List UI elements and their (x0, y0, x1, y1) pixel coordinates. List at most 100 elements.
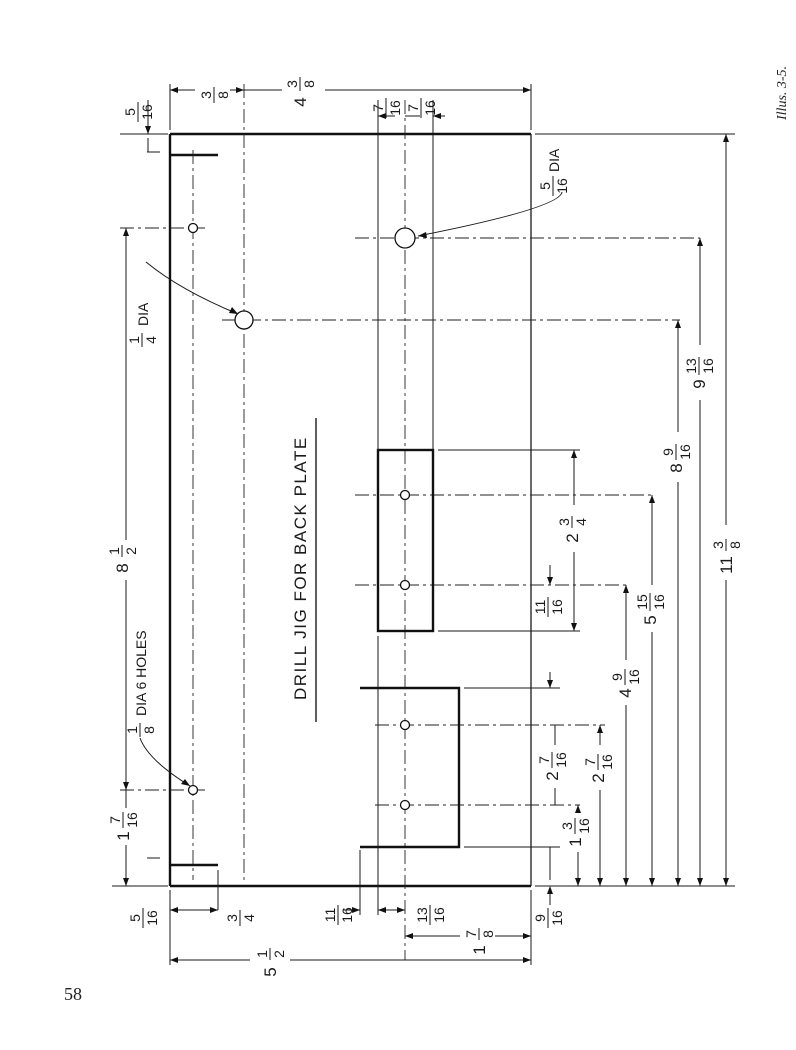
dim-8-9-16: 8 9 16 (660, 444, 693, 473)
svg-text:5: 5 (122, 108, 138, 116)
channel-slot (360, 686, 461, 849)
svg-text:8: 8 (480, 930, 496, 938)
dim-1-3-16: 1 3 16 (559, 818, 592, 847)
svg-text:16: 16 (549, 599, 565, 615)
svg-text:2: 2 (589, 773, 608, 782)
hole-small-3 (399, 489, 411, 501)
dim-9-16-bottom: 9 16 (532, 908, 565, 928)
svg-text:DIA 6 HOLES: DIA 6 HOLES (133, 630, 149, 716)
hole-small-4 (399, 579, 411, 591)
dim-11-16-bottom: 11 16 (322, 905, 355, 925)
hole-large (394, 227, 416, 249)
dim-4-9-16: 4 9 16 (609, 669, 642, 698)
svg-text:16: 16 (124, 812, 140, 828)
svg-text:8: 8 (727, 541, 743, 549)
svg-text:7: 7 (463, 930, 479, 938)
svg-text:11: 11 (322, 908, 338, 923)
svg-text:16: 16 (422, 100, 438, 116)
dim-2-7-16-a: 2 7 16 (536, 752, 569, 781)
dim-13-16-bottom: 13 16 (414, 905, 447, 925)
svg-text:8: 8 (667, 463, 686, 472)
svg-text:8: 8 (215, 91, 231, 99)
svg-text:8: 8 (301, 80, 317, 88)
svg-text:1: 1 (124, 726, 140, 734)
dim-1-7-8: 1 7 8 (463, 928, 496, 955)
svg-text:8: 8 (141, 726, 157, 734)
hole-quarter (234, 310, 254, 330)
svg-text:2: 2 (123, 547, 139, 555)
dim-8-1-2: 8 1 2 (106, 545, 139, 573)
dim-5-16-top: 5 16 (122, 102, 155, 122)
svg-text:4: 4 (616, 688, 635, 697)
dim-1-7-16-left: 1 7 16 (107, 812, 140, 841)
svg-text:4: 4 (291, 97, 310, 106)
svg-text:16: 16 (431, 907, 447, 923)
hole-small-2 (187, 784, 199, 796)
svg-text:2: 2 (563, 533, 582, 542)
svg-text:7: 7 (536, 756, 552, 764)
svg-text:2: 2 (543, 771, 562, 780)
svg-text:11: 11 (532, 600, 548, 615)
svg-text:16: 16 (387, 100, 403, 116)
rectangular-slot (376, 448, 435, 633)
svg-text:1: 1 (106, 547, 122, 555)
svg-text:4: 4 (241, 914, 257, 922)
svg-text:9: 9 (609, 673, 625, 681)
dim-5-15-16: 5 15 16 (634, 593, 667, 625)
drawing-title: DRILL JIG FOR BACK PLATE (291, 436, 310, 700)
dim-11-3-8: 11 3 8 (710, 539, 743, 574)
page-number: 58 (64, 984, 82, 1004)
svg-text:16: 16 (549, 910, 565, 926)
svg-text:16: 16 (554, 178, 570, 194)
callout-quarter-hole: 1 4 DIA (126, 302, 159, 347)
svg-text:7: 7 (405, 104, 421, 112)
svg-text:1: 1 (566, 837, 585, 846)
svg-text:16: 16 (700, 358, 716, 374)
svg-text:3: 3 (556, 518, 572, 526)
svg-text:11: 11 (717, 556, 736, 574)
svg-text:5: 5 (641, 615, 660, 624)
hole-small-6 (399, 799, 411, 811)
dim-4-3-8: 4 3 8 (284, 77, 317, 107)
dim-7-16-a: 7 16 (370, 98, 403, 118)
svg-text:8: 8 (113, 563, 132, 572)
svg-text:5: 5 (261, 967, 280, 976)
hole-small-1 (187, 222, 199, 234)
svg-text:16: 16 (339, 907, 355, 923)
callout-large-hole: 5 16 DIA (537, 148, 570, 196)
svg-text:13: 13 (683, 358, 699, 374)
svg-text:3: 3 (224, 914, 240, 922)
svg-text:13: 13 (414, 907, 430, 923)
svg-text:7: 7 (107, 816, 123, 824)
svg-text:16: 16 (139, 104, 155, 120)
svg-text:3: 3 (559, 822, 575, 830)
svg-text:16: 16 (144, 910, 160, 926)
svg-text:7: 7 (582, 758, 598, 766)
svg-text:5: 5 (537, 182, 553, 190)
dim-5-1-2: 5 1 2 (254, 948, 287, 977)
hole-small-5 (399, 719, 411, 731)
svg-text:DRILL JIG FOR BACK PLATE: DRILL JIG FOR BACK PLATE (291, 436, 310, 700)
illustration-label: Illus. 3-5. (775, 66, 790, 121)
svg-text:4: 4 (573, 518, 589, 526)
svg-text:15: 15 (634, 594, 650, 610)
svg-text:DIA: DIA (546, 148, 562, 172)
svg-text:16: 16 (553, 752, 569, 768)
svg-text:3: 3 (284, 80, 300, 88)
svg-text:16: 16 (576, 818, 592, 834)
svg-text:DIA: DIA (135, 302, 151, 326)
svg-text:2: 2 (271, 950, 287, 958)
svg-text:5: 5 (127, 914, 143, 922)
svg-text:16: 16 (626, 669, 642, 685)
svg-text:7: 7 (370, 104, 386, 112)
svg-text:9: 9 (532, 914, 548, 922)
dim-11-16-mid: 11 16 (532, 597, 565, 617)
dim-2-7-16-b: 2 7 16 (582, 754, 615, 783)
svg-text:9: 9 (690, 379, 709, 388)
svg-text:16: 16 (599, 754, 615, 770)
svg-text:1: 1 (254, 950, 270, 958)
dim-2-3-4: 2 3 4 (556, 516, 589, 543)
svg-text:4: 4 (143, 336, 159, 344)
dim-3-4: 3 4 (224, 910, 257, 926)
